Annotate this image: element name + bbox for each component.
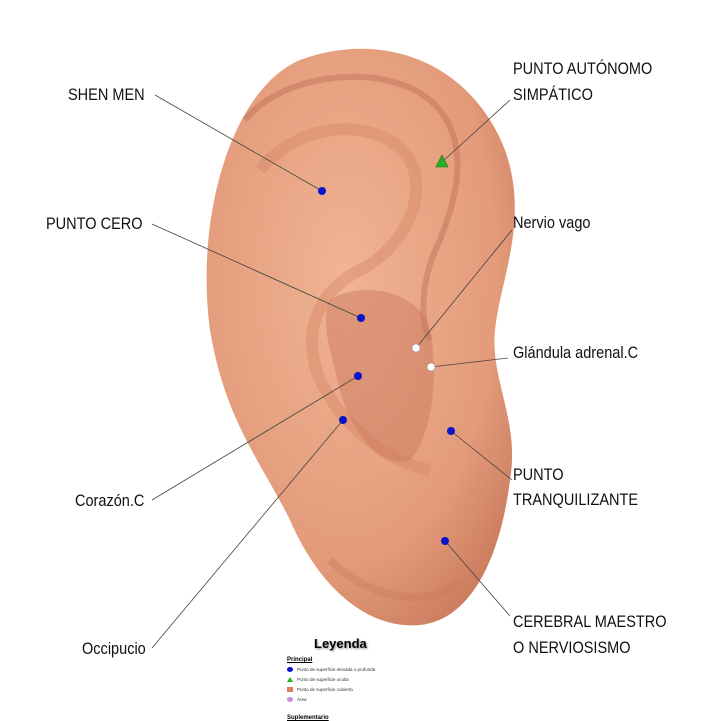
helix-rim (242, 73, 461, 342)
legend-item: Área (287, 697, 307, 702)
label-tranq-2: TRANQUILIZANTE (513, 491, 639, 509)
orange-square-icon (287, 687, 293, 692)
concha (325, 290, 434, 462)
point-occipucio[interactable] (339, 416, 347, 424)
point-simpatico-triangle[interactable] (435, 154, 449, 168)
legend-item-label: Punto de superficie elevada o profunda (297, 667, 376, 672)
point-corazon[interactable] (354, 372, 362, 380)
label-cerebral-1: CEREBRAL MAESTRO (513, 613, 667, 631)
point-nervio-vago[interactable] (411, 343, 421, 353)
legend-section: Principal (287, 657, 313, 663)
label-corazon: Corazón.C (75, 492, 145, 510)
lobe-shade (327, 557, 463, 602)
blue-circle-icon (287, 667, 293, 672)
label-occipucio: Occipucio (82, 640, 146, 658)
antihelix (255, 123, 432, 476)
legend-item-label: Punto de superficie oculta (297, 677, 349, 682)
leader-lines (151, 94, 513, 649)
legend-item: Punto de superficie cubierta (287, 687, 353, 692)
label-shen-men: SHEN MEN (68, 86, 145, 104)
purple-area-icon (287, 697, 293, 702)
legend-item: Punto de superficie elevada o profunda (287, 667, 375, 672)
point-shen-men[interactable] (318, 187, 326, 195)
legend-section-2: Suplementario (287, 715, 329, 721)
point-tranquilizante[interactable] (447, 427, 455, 435)
point-cerebral[interactable] (441, 537, 449, 545)
label-autonomo-1: PUNTO AUTÓNOMO (513, 60, 653, 78)
point-punto-cero[interactable] (357, 314, 365, 322)
label-punto-cero: PUNTO CERO (46, 215, 143, 233)
green-triangle-icon (287, 677, 293, 682)
legend-item-label: Área (297, 697, 307, 702)
legend-title: Leyenda (314, 636, 367, 651)
legend-item: Punto de superficie oculta (287, 677, 349, 682)
legend-item-label: Punto de superficie cubierta (297, 687, 353, 692)
label-nervio-vago: Nervio vago (513, 214, 591, 232)
label-autonomo-2: SIMPÁTICO (513, 86, 593, 104)
label-tranq-1: PUNTO (513, 466, 564, 484)
label-adrenal: Glándula adrenal.C (513, 344, 639, 362)
label-cerebral-2: O NERVIOSISMO (513, 639, 631, 657)
ear-outer (206, 48, 515, 626)
point-adrenal[interactable] (426, 362, 436, 372)
